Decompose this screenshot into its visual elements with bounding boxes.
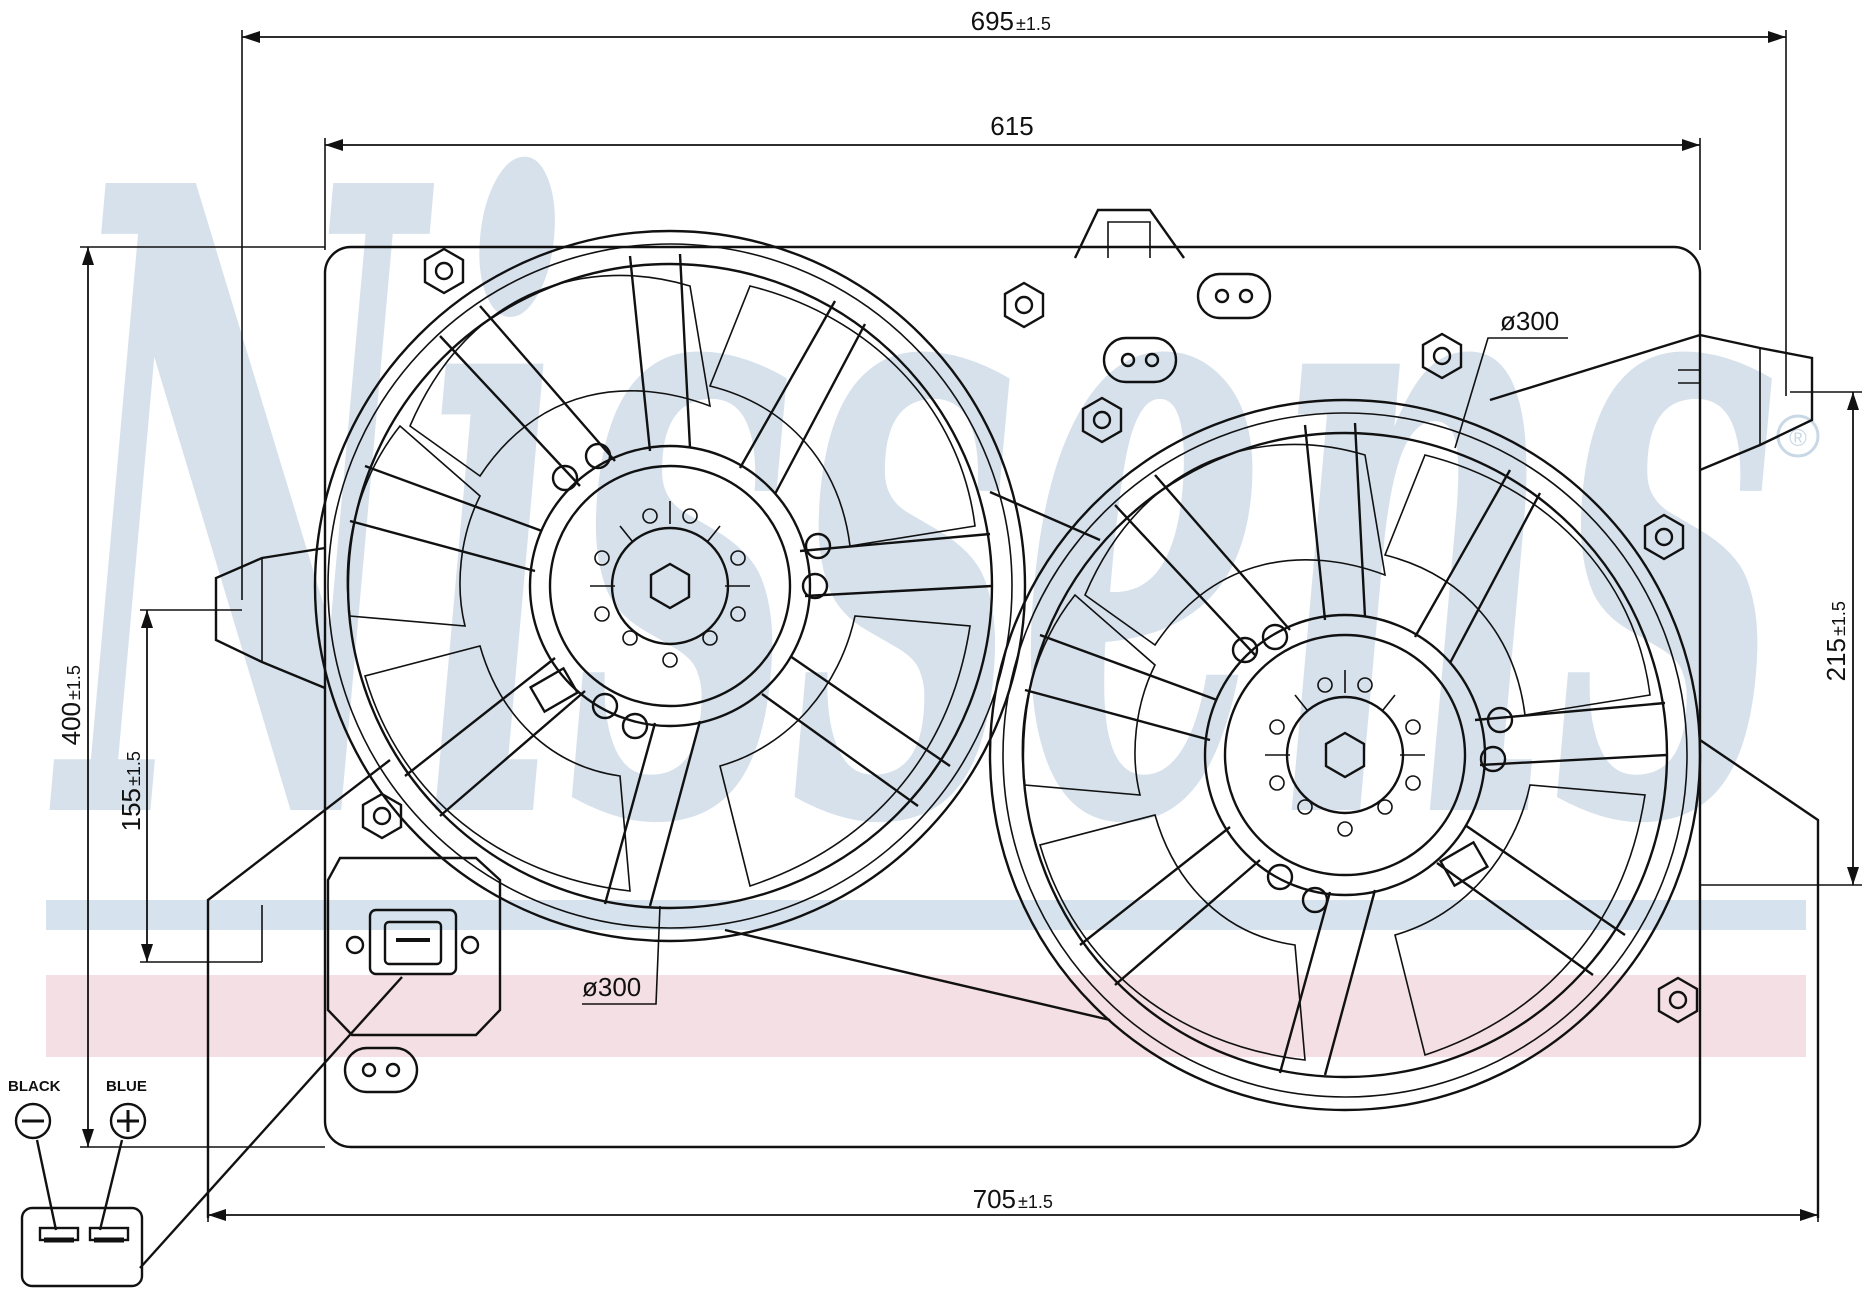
- power-plug: BLACK BLUE: [8, 1078, 147, 1288]
- dim-bottom-width-tol: ±1.5: [1018, 1192, 1053, 1212]
- fan-spokes: [1024, 422, 1668, 1076]
- fan-shroud: [206, 208, 1820, 1218]
- dim-top-width: 695: [971, 6, 1014, 36]
- watermark-stripe-pink: [46, 975, 1806, 1057]
- fan-right: [988, 398, 1702, 1112]
- dimension-lines: 695 ±1.5 615 705 ±1.5 400 ±1.5 155 ±1.5 …: [56, 6, 1862, 1222]
- dim-left-mount: 155: [116, 788, 146, 831]
- watermark-stripe-blue: [46, 900, 1806, 930]
- dim-fan-left-diameter: ø300: [582, 972, 641, 1002]
- svg-text:®: ®: [1789, 425, 1807, 452]
- dim-fan-right-diameter: ø300: [1500, 306, 1559, 336]
- motor-connector: [139, 856, 502, 1269]
- dim-right-mount: 215: [1821, 638, 1851, 681]
- minus-terminal-icon: [14, 1102, 52, 1140]
- dim-right-mount-tol: ±1.5: [1829, 601, 1849, 636]
- dim-height: 400: [56, 702, 86, 745]
- fan-left: [313, 229, 1027, 943]
- dim-bottom-width: 705: [973, 1184, 1016, 1214]
- black-wire-label: BLACK: [8, 1078, 61, 1095]
- fan-blades: [1021, 443, 1651, 1061]
- fan-blades: [346, 274, 976, 892]
- fan-spokes: [349, 253, 993, 907]
- blue-wire-label: BLUE: [106, 1078, 147, 1095]
- dim-left-mount-tol: ±1.5: [124, 751, 144, 786]
- dim-inner-width: 615: [990, 111, 1033, 141]
- svg-text:Nissens: Nissens: [48, 2, 1780, 1013]
- dim-top-width-tol: ±1.5: [1016, 14, 1051, 34]
- plus-terminal-icon: [109, 1102, 147, 1140]
- dim-height-tol: ±1.5: [64, 665, 84, 700]
- brand-watermark: Nissens ®: [46, 2, 1820, 1057]
